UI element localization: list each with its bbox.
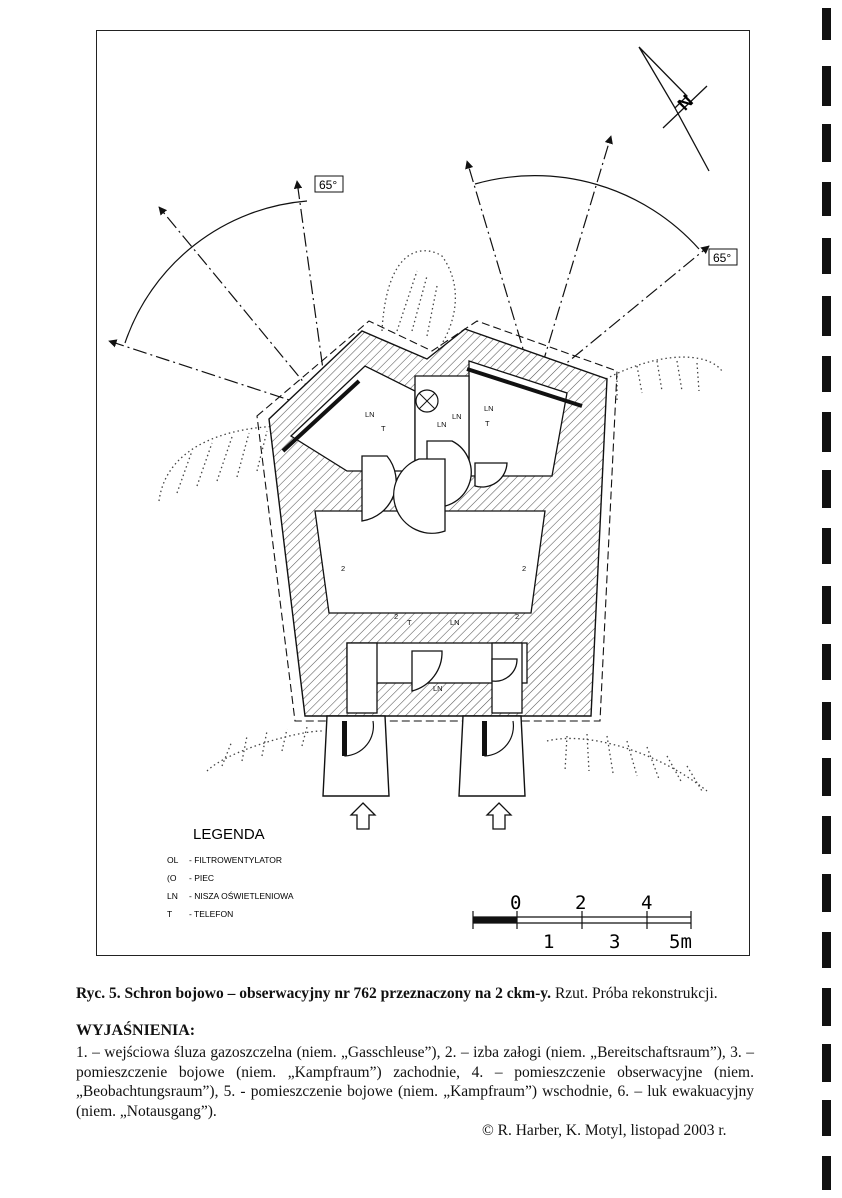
svg-text:2: 2 bbox=[341, 564, 345, 573]
room-crew bbox=[314, 510, 546, 614]
right-angle-label: 65° bbox=[713, 251, 731, 265]
svg-text:4: 4 bbox=[641, 892, 652, 914]
svg-text:2: 2 bbox=[394, 612, 398, 621]
east-embrasure bbox=[466, 367, 583, 408]
svg-text:2: 2 bbox=[575, 892, 586, 914]
legend: LEGENDA OL - FILTROWENTYLATOR (O - PIEC … bbox=[167, 826, 294, 919]
left-angle-label: 65° bbox=[319, 178, 337, 192]
figure-caption: Ryc. 5. Schron bojowo – obserwacyjny nr … bbox=[76, 984, 756, 1003]
caption-title: Ryc. 5. Schron bojowo – obserwacyjny nr … bbox=[76, 985, 552, 1002]
drawing-frame: N 65° 65° bbox=[96, 30, 750, 956]
scale-bar: 0 2 4 1 3 5m bbox=[472, 892, 692, 953]
svg-text:LN: LN bbox=[433, 684, 443, 693]
left-sector-arc bbox=[124, 200, 308, 344]
entry-arrows bbox=[349, 802, 513, 830]
legend-title: LEGENDA bbox=[193, 826, 265, 843]
svg-text:LN: LN bbox=[450, 618, 460, 627]
svg-text:5m: 5m bbox=[669, 931, 692, 953]
legend-symbol-3: LN bbox=[167, 891, 178, 901]
north-arrow: N bbox=[638, 46, 710, 172]
entrances bbox=[322, 715, 526, 797]
right-sector-arc bbox=[474, 175, 700, 250]
left-firing-sector bbox=[108, 180, 330, 414]
svg-text:LN: LN bbox=[365, 410, 375, 419]
room-labels: LN LN LN LN LN LN T T T 2 2 2 2 bbox=[341, 404, 526, 693]
explanations-heading: WYJAŚNIENIA: bbox=[76, 1022, 196, 1039]
svg-text:1: 1 bbox=[543, 931, 554, 953]
svg-text:2: 2 bbox=[522, 564, 526, 573]
legend-text-2: - PIEC bbox=[189, 873, 214, 883]
doors bbox=[361, 440, 518, 692]
bunker-floor-plan: N 65° 65° bbox=[108, 46, 738, 953]
west-embrasure bbox=[281, 379, 361, 453]
legend-symbol-1: OL bbox=[167, 855, 179, 865]
room-west-lock bbox=[346, 642, 378, 714]
legend-text-1: - FILTROWENTYLATOR bbox=[189, 855, 282, 865]
svg-text:LN: LN bbox=[452, 412, 462, 421]
credit-line: © R. Harber, K. Motyl, listopad 2003 r. bbox=[482, 1122, 727, 1139]
earth-embankments bbox=[158, 250, 723, 792]
svg-text:T: T bbox=[381, 424, 386, 433]
legend-symbol-2: (O bbox=[167, 873, 177, 883]
legend-text-4: - TELEFON bbox=[189, 909, 233, 919]
explanations-text: 1. – wejściowa śluza gazoszczelna (niem.… bbox=[76, 1044, 754, 1120]
svg-text:0: 0 bbox=[510, 892, 521, 914]
svg-text:LN: LN bbox=[437, 420, 447, 429]
svg-text:T: T bbox=[407, 618, 412, 627]
svg-text:2: 2 bbox=[515, 612, 519, 621]
caption-subtitle: Rzut. Próba rekonstrukcji. bbox=[551, 985, 718, 1002]
svg-text:T: T bbox=[485, 419, 490, 428]
legend-symbol-4: T bbox=[167, 909, 172, 919]
legend-text-3: - NISZA OŚWIETLENIOWA bbox=[189, 890, 294, 901]
svg-text:3: 3 bbox=[609, 931, 620, 953]
svg-text:LN: LN bbox=[484, 404, 494, 413]
entrance-jambs bbox=[342, 721, 487, 756]
rooms bbox=[289, 360, 568, 714]
